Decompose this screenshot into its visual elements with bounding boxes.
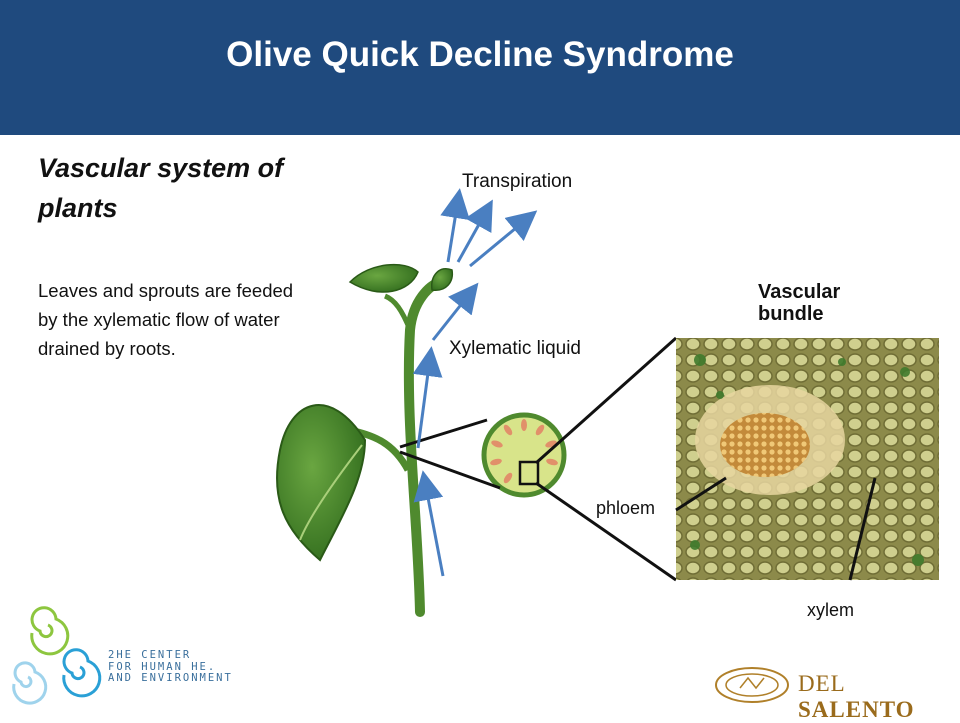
label-transpiration: Transpiration — [462, 171, 573, 192]
slide-subtitle: Vascular system of plants — [38, 153, 284, 223]
flow-arrow-4 — [440, 188, 470, 263]
university-text-light: DEL — [798, 671, 845, 696]
stem-cross-section — [481, 412, 567, 498]
center-logo-text: 2HE CENTER FOR HUMAN HE. AND ENVIRONMENT — [108, 649, 233, 684]
bud-leaf — [431, 268, 454, 291]
flow-arrow-2 — [412, 346, 443, 449]
flow-arrow-3 — [431, 282, 479, 341]
plant-stem — [403, 277, 445, 617]
university-logo-text: DEL SALENTO — [798, 671, 960, 723]
flow-arrow-6 — [469, 210, 538, 268]
large-leaf — [276, 404, 367, 562]
label-xylem: xylem — [807, 600, 855, 620]
label-vascular-bundle: Vascular bundle — [758, 281, 841, 325]
label-phloem: phloem — [596, 498, 656, 518]
spiral-logo-icon — [12, 606, 102, 705]
bundle-highlight-box — [518, 460, 540, 486]
header-bar: Olive Quick Decline Syndrome — [0, 0, 960, 135]
slide-title: Olive Quick Decline Syndrome — [226, 35, 734, 74]
flow-arrow-5 — [456, 199, 493, 263]
flow-arrow-1 — [413, 470, 445, 577]
top-leaf — [348, 263, 419, 293]
university-seal-icon — [715, 667, 789, 703]
university-text-bold: SALENTO — [798, 697, 915, 722]
body-text: Leaves and sprouts are feeded by the xyl… — [38, 280, 294, 359]
label-xylematic-liquid: Xylematic liquid — [449, 338, 581, 359]
